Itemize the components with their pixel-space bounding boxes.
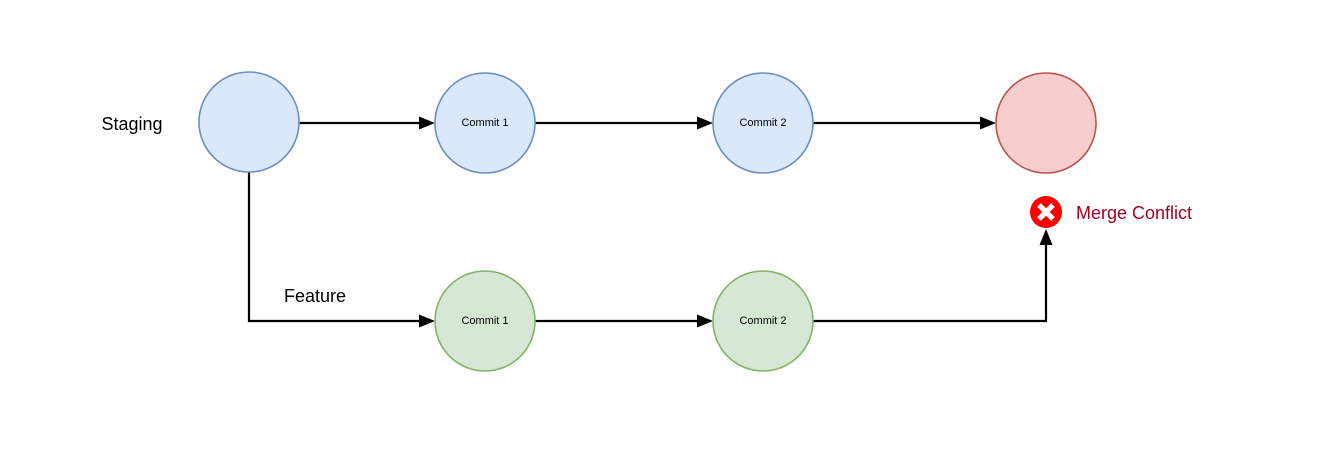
node-staging-commit-1-label: Commit 1: [461, 117, 508, 129]
node-feature-commit-2-shape[interactable]: [712, 270, 814, 372]
node-feature-commit-2-label: Commit 2: [739, 315, 786, 327]
node-staging-commit-1-shape[interactable]: [434, 72, 536, 174]
node-staging-commit-2-shape[interactable]: [712, 72, 814, 174]
node-staging-root[interactable]: [198, 71, 300, 173]
edge-staging-root-to-commit1: [299, 116, 435, 130]
edge-feature-commit2-to-conflict: [813, 229, 1053, 323]
merge-conflict-label: Merge Conflict: [1076, 203, 1192, 223]
node-staging-merge-result-shape[interactable]: [995, 72, 1097, 174]
branch-label-staging: Staging: [101, 114, 162, 134]
node-staging-commit-1[interactable]: Commit 1: [434, 72, 536, 174]
node-staging-merge-result[interactable]: [995, 72, 1097, 174]
node-staging-commit-2[interactable]: Commit 2: [712, 72, 814, 174]
node-feature-commit-1[interactable]: Commit 1: [434, 270, 536, 372]
edge-staging-commit1-to-commit2: [535, 116, 713, 130]
edge-staging-root-to-feature-branch: [247, 172, 435, 328]
merge-conflict-badge[interactable]: [1030, 196, 1062, 228]
node-feature-commit-1-label: Commit 1: [461, 315, 508, 327]
node-feature-commit-1-shape[interactable]: [434, 270, 536, 372]
node-staging-commit-2-label: Commit 2: [739, 117, 786, 129]
edge-feature-commit1-to-commit2: [535, 314, 713, 328]
branch-label-feature: Feature: [284, 286, 346, 306]
node-feature-commit-2[interactable]: Commit 2: [712, 270, 814, 372]
edge-staging-commit2-to-merge: [813, 116, 996, 130]
node-staging-root-shape[interactable]: [198, 71, 300, 173]
